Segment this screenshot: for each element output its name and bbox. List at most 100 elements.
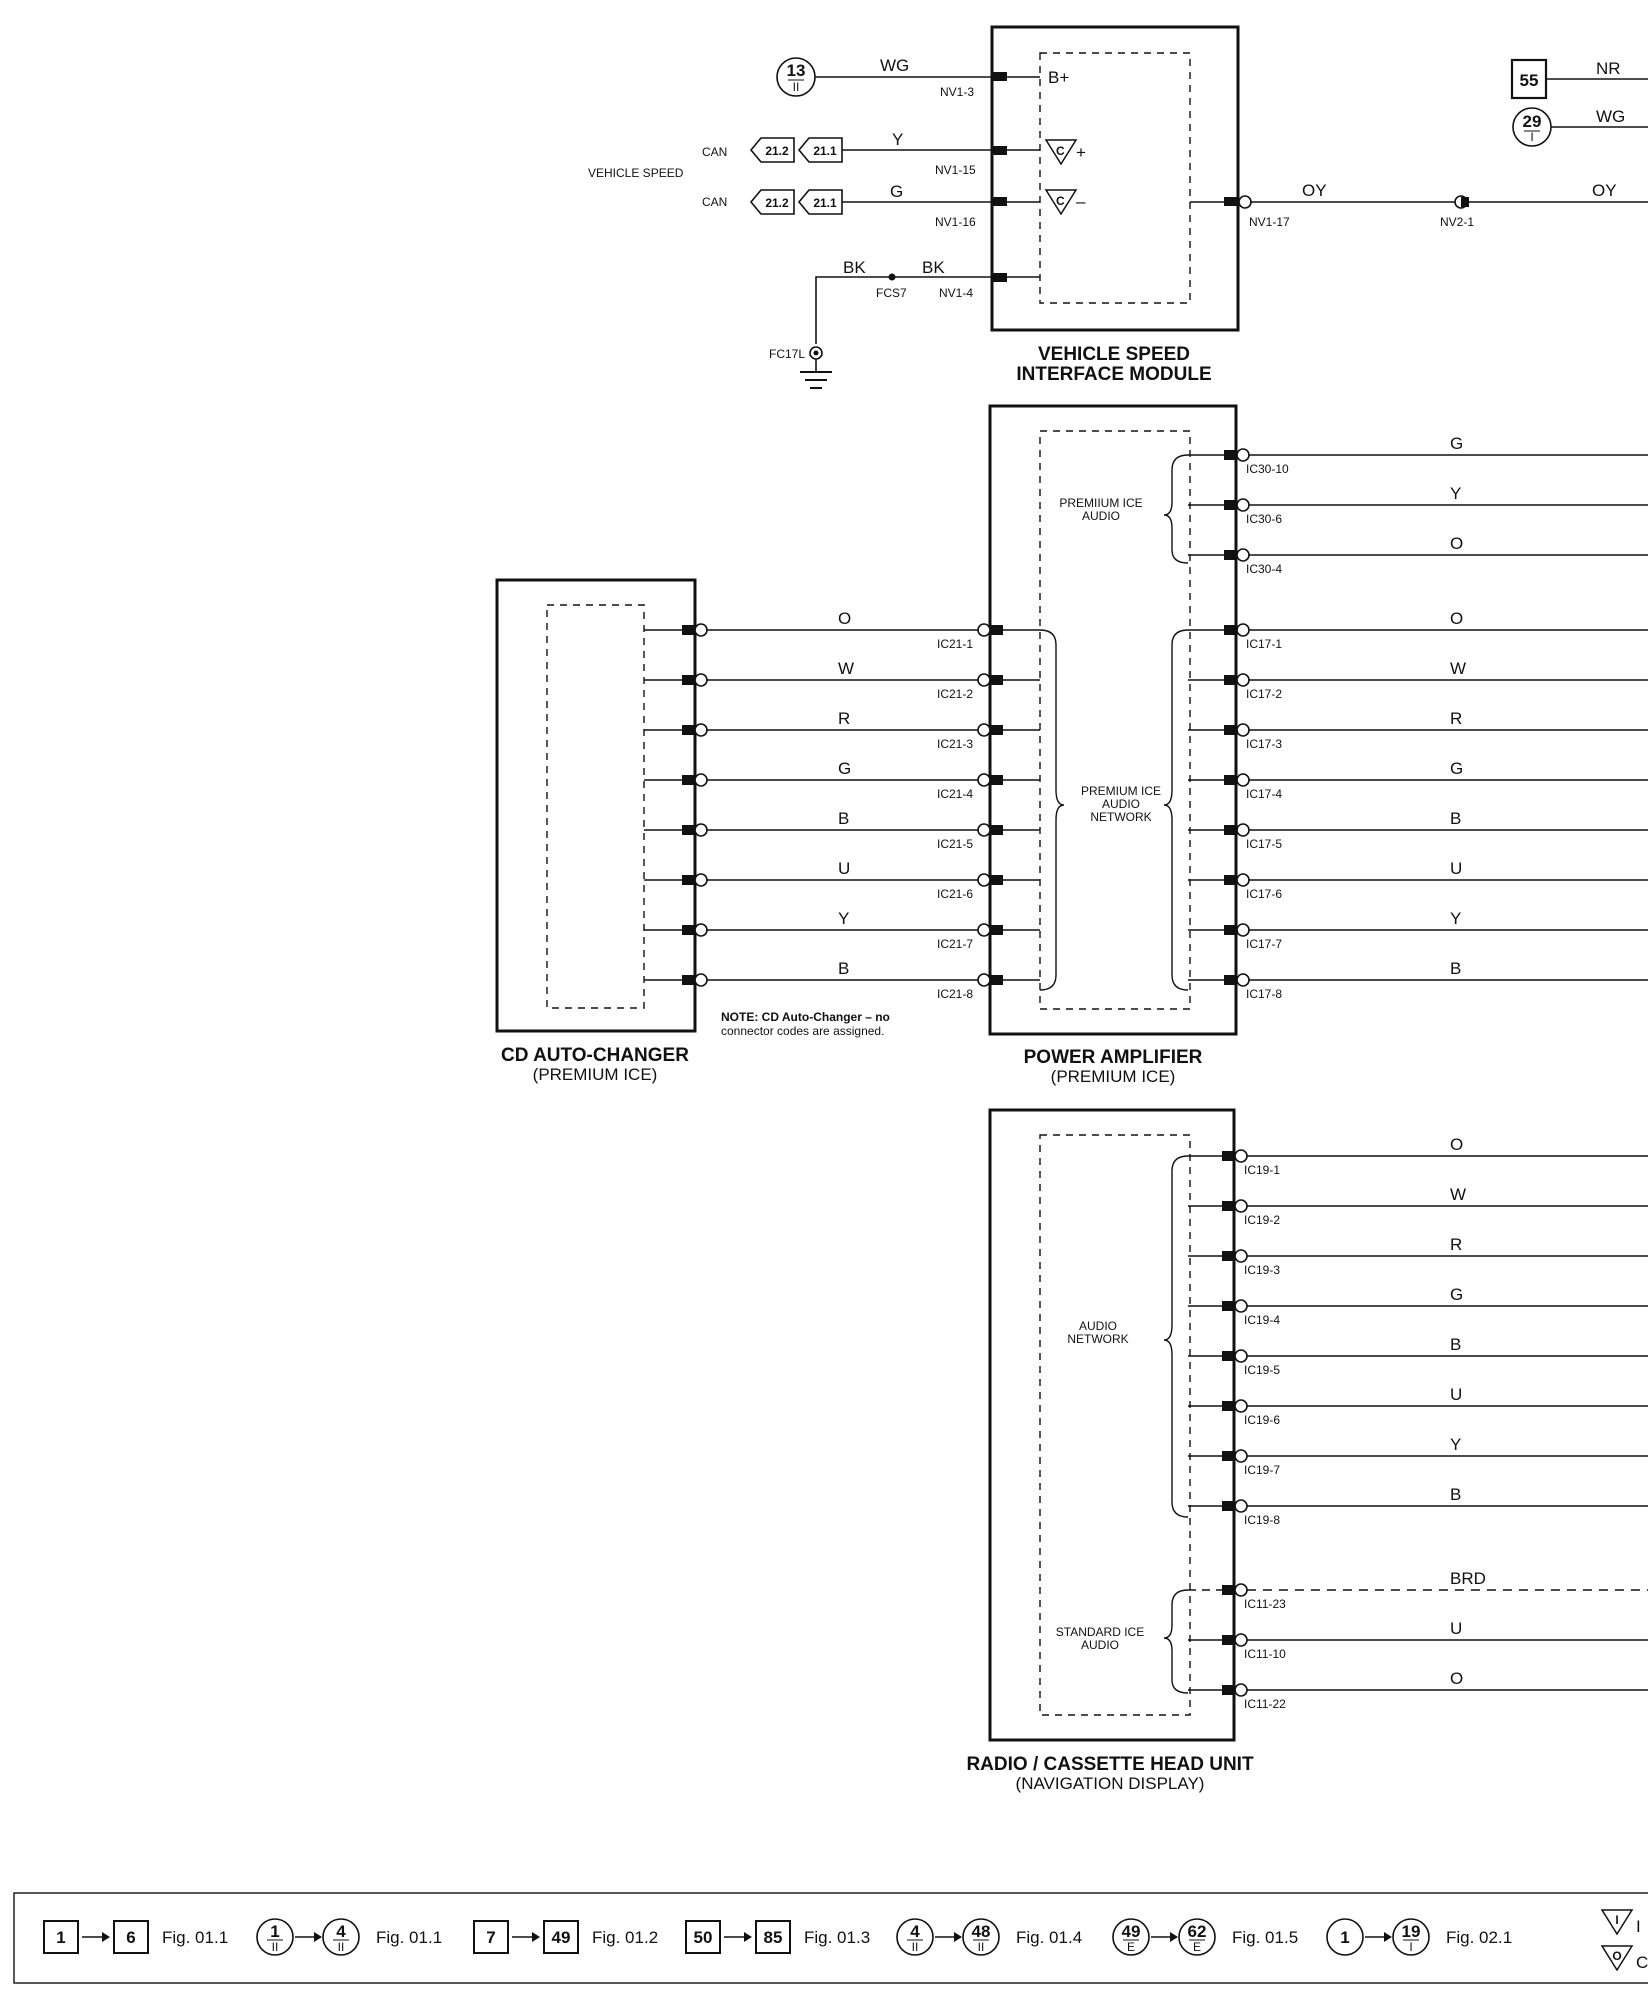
legend-circle-ref <box>1392 1918 1430 1956</box>
connector-ring <box>977 873 991 887</box>
pin-label: IC21-8 <box>937 987 973 1001</box>
audio-group-brace <box>1163 454 1189 564</box>
legend-circle-ref <box>256 1918 294 1956</box>
connector-ring <box>694 823 708 837</box>
amp-input-terminal <box>990 875 1003 885</box>
connector-ring <box>694 623 708 637</box>
cd-terminal <box>682 975 695 985</box>
can-label: CAN <box>702 145 727 159</box>
network-group-label-3: NETWORK <box>1090 810 1151 824</box>
wire-color-label-2: OY <box>1592 181 1617 200</box>
connector-ring <box>977 723 991 737</box>
wire-color-label: Y <box>892 130 903 149</box>
can-ref-b: 21.1 <box>813 144 837 158</box>
output-terminal <box>1224 775 1237 785</box>
pin-label: IC21-2 <box>937 687 973 701</box>
connector-ring <box>1234 1299 1248 1313</box>
legend-fig-label: Fig. 02.1 <box>1446 1928 1512 1947</box>
legend-box-number: 50 <box>694 1928 713 1947</box>
can-ref-a: 21.2 <box>765 196 789 210</box>
amplifier-subtitle: (PREMIUM ICE) <box>1051 1067 1176 1086</box>
output-terminal <box>1224 725 1237 735</box>
network-group-label-2: NETWORK <box>1067 1332 1128 1346</box>
legend-fig-label: Fig. 01.3 <box>804 1928 870 1947</box>
pin-label: IC17-2 <box>1246 687 1282 701</box>
connector-ring <box>694 873 708 887</box>
amp-input-terminal <box>990 725 1003 735</box>
standard-group-label-2: AUDIO <box>1081 1638 1119 1652</box>
pin-label: NV1-15 <box>935 163 976 177</box>
wire-color-label: B <box>1450 959 1461 978</box>
amp-input-terminal <box>990 975 1003 985</box>
pin-label: IC19-4 <box>1244 1313 1280 1327</box>
pin-label: IC17-3 <box>1246 737 1282 751</box>
legend-circle-number: 1 <box>270 1922 279 1941</box>
head-unit-title: RADIO / CASSETTE HEAD UNIT <box>966 1754 1254 1775</box>
pin-label: IC17-7 <box>1246 937 1282 951</box>
connector-ring <box>1234 1449 1248 1463</box>
can-ref-b: 21.1 <box>813 196 837 210</box>
cplus-letter: C <box>1056 144 1065 158</box>
standard-audio-brace <box>1163 1589 1189 1694</box>
connector-ring <box>1234 1149 1248 1163</box>
connector-ring <box>1234 1199 1248 1213</box>
output-terminal <box>1224 500 1237 510</box>
legend-circle-ref <box>896 1918 934 1956</box>
legend-symbol-letter: O <box>1612 1949 1621 1963</box>
legend-circle-ref <box>962 1918 1000 1956</box>
legend-circle-number: 1 <box>1340 1928 1349 1947</box>
pin-label: NV1-3 <box>940 85 974 99</box>
output-terminal <box>1224 625 1237 635</box>
legend-box-ref <box>685 1920 721 1954</box>
connector-ring <box>1236 973 1250 987</box>
connector-ring <box>1236 773 1250 787</box>
network-output-brace <box>1163 629 1189 991</box>
connector-ring <box>977 623 991 637</box>
legend-box-number: 85 <box>764 1928 783 1947</box>
wire-color-label: B <box>1450 1335 1461 1354</box>
network-group-label-1: PREMIUM ICE <box>1081 784 1161 798</box>
cd-changer-note-line-2: connector codes are assigned. <box>721 1024 884 1038</box>
terminal-nv1-15 <box>993 146 1007 155</box>
pin-label: IC21-6 <box>937 887 973 901</box>
legend-circle-number: 49 <box>1122 1922 1141 1941</box>
vsim-output-nv1-17: OY NV1-17 NV2-1 OY <box>1238 181 1648 229</box>
wire-color-label: U <box>1450 859 1462 878</box>
cd-terminal <box>682 775 695 785</box>
legend-circle-sub: I <box>1409 1940 1412 1954</box>
amp-input-terminal <box>990 625 1003 635</box>
legend-frame <box>13 1892 1648 1984</box>
vsim-input-nv1-4: BK BK FCS7 NV1-4 FC17L <box>769 258 993 389</box>
cd-changer-note-line-1: NOTE: CD Auto-Changer – no <box>721 1010 890 1024</box>
legend-box-ref <box>43 1920 79 1954</box>
wire-color-label: G <box>1450 759 1463 778</box>
connector-ring <box>1234 1399 1248 1413</box>
pin-label: IC17-1 <box>1246 637 1282 651</box>
legend-box-number: 49 <box>552 1928 571 1947</box>
legend-box-ref <box>113 1920 149 1954</box>
cd-terminal <box>682 675 695 685</box>
pin-label: IC21-1 <box>937 637 973 651</box>
amplifier-output-wires: IC30-10GIC30-6YIC30-4OIC17-1OIC17-2WIC17… <box>1188 434 1648 1001</box>
pin-label: IC19-5 <box>1244 1363 1280 1377</box>
can-label: CAN <box>702 195 727 209</box>
ref-sub: I <box>1530 130 1533 144</box>
vehicle-speed-label: VEHICLE SPEED <box>588 166 684 180</box>
legend-box-ref <box>755 1920 791 1954</box>
cd-changer-housing <box>495 578 697 1033</box>
radio-head-unit: AUDIO NETWORK STANDARD ICE AUDIO IC19-1O… <box>966 1108 1648 1793</box>
legend-circle-ref <box>1112 1918 1150 1956</box>
output-terminal <box>1224 925 1237 935</box>
head-unit-output-wires: IC19-1OIC19-2WIC19-3RIC19-4GIC19-5BIC19-… <box>1188 1135 1648 1711</box>
connector-ring <box>1236 873 1250 887</box>
connector-ring <box>1234 1349 1248 1363</box>
connector-ring <box>1236 673 1250 687</box>
cminus-sign: – <box>1076 192 1086 211</box>
amplifier-title: POWER AMPLIFIER <box>1024 1047 1203 1068</box>
audio-group-label-2: AUDIO <box>1082 509 1120 523</box>
ref-number: 29 <box>1523 112 1542 131</box>
wire-color-label: B <box>1450 1485 1461 1504</box>
output-terminal <box>1222 1501 1235 1511</box>
